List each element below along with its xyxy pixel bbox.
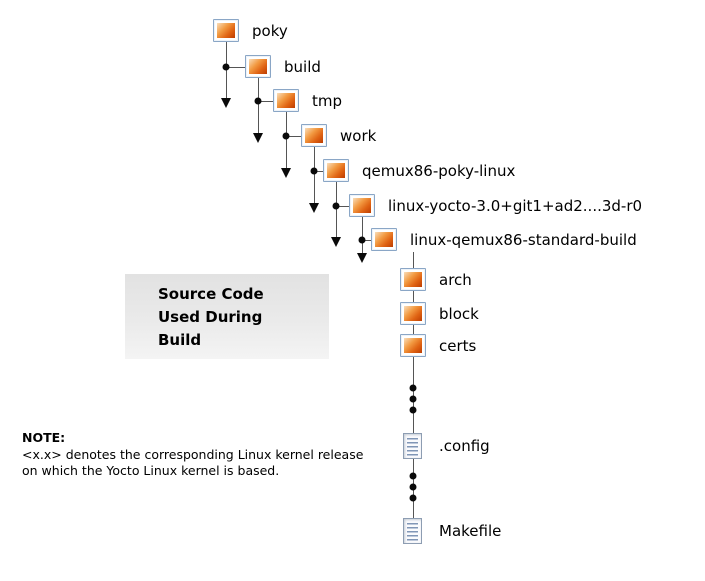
connector-line bbox=[336, 206, 349, 207]
ellipsis-dot bbox=[409, 395, 417, 403]
callout-text-line: Build bbox=[158, 331, 202, 349]
connector-line bbox=[314, 171, 323, 172]
arrow-down-icon bbox=[331, 237, 341, 247]
ellipsis-dot bbox=[409, 384, 417, 392]
tree-node-label: poky bbox=[252, 21, 288, 40]
tree-node-arch: arch bbox=[400, 268, 472, 291]
folder-icon bbox=[349, 194, 375, 217]
tree-node-label: certs bbox=[439, 336, 477, 355]
connector-line bbox=[314, 147, 315, 203]
tree-node-tmp: tmp bbox=[273, 89, 342, 112]
ellipsis-dot bbox=[409, 483, 417, 491]
tree-node-label: qemux86-poky-linux bbox=[362, 161, 516, 180]
folder-icon bbox=[400, 302, 426, 325]
connector-line bbox=[258, 101, 273, 102]
tree-node-label: block bbox=[439, 304, 479, 323]
note-block: NOTE: <x.x> denotes the corresponding Li… bbox=[22, 430, 382, 479]
tree-node-build: build bbox=[245, 55, 321, 78]
junction-dot bbox=[222, 63, 230, 71]
tree-node-poky: poky bbox=[213, 19, 288, 42]
folder-icon bbox=[301, 124, 327, 147]
tree-node-label: .config bbox=[439, 437, 490, 455]
tree-node-makefile: Makefile bbox=[403, 518, 501, 544]
tree-node-qemux86-poky-linux: qemux86-poky-linux bbox=[323, 159, 515, 182]
folder-icon bbox=[323, 159, 349, 182]
tree-node-work: work bbox=[301, 124, 376, 147]
folder-icon bbox=[273, 89, 299, 112]
folder-icon bbox=[213, 19, 239, 42]
ellipsis-dot bbox=[409, 406, 417, 414]
junction-dot bbox=[358, 236, 366, 244]
tree-node-certs: certs bbox=[400, 334, 476, 357]
tree-node-label: linux-qemux86-standard-build bbox=[410, 230, 637, 249]
folder-icon bbox=[245, 55, 271, 78]
folder-icon bbox=[400, 334, 426, 357]
ellipsis-dot bbox=[409, 494, 417, 502]
callout-text-line: Source Code bbox=[158, 285, 264, 303]
arrow-down-icon bbox=[253, 133, 263, 143]
folder-icon bbox=[400, 268, 426, 291]
tree-node-label: tmp bbox=[312, 91, 343, 110]
connector-line bbox=[286, 112, 287, 168]
connector-line bbox=[336, 182, 337, 237]
tree-node-label: Makefile bbox=[439, 522, 502, 540]
tree-node-label: linux-yocto-3.0+git1+ad2....3d-r0 bbox=[388, 196, 643, 215]
file-icon bbox=[403, 433, 422, 459]
junction-dot bbox=[310, 167, 318, 175]
folder-icon bbox=[371, 228, 397, 251]
connector-line bbox=[286, 136, 301, 137]
tree-node-config: .config bbox=[403, 433, 490, 459]
file-icon bbox=[403, 518, 422, 544]
connector-line bbox=[226, 67, 245, 68]
connector-line bbox=[362, 217, 363, 253]
tree-node-label: build bbox=[284, 57, 321, 76]
tree-node-linux-yocto: linux-yocto-3.0+git1+ad2....3d-r0 bbox=[349, 194, 642, 217]
connector-line bbox=[258, 78, 259, 133]
tree-node-standard-build: linux-qemux86-standard-build bbox=[371, 228, 637, 251]
tree-node-label: arch bbox=[439, 270, 472, 289]
ellipsis-dot bbox=[409, 472, 417, 480]
arrow-down-icon bbox=[357, 253, 367, 263]
junction-dot bbox=[282, 132, 290, 140]
tree-node-block: block bbox=[400, 302, 479, 325]
arrow-down-icon bbox=[221, 98, 231, 108]
junction-dot bbox=[254, 97, 262, 105]
tree-node-label: work bbox=[340, 126, 377, 145]
note-title: NOTE: bbox=[22, 430, 66, 445]
callout-text-line: Used During bbox=[158, 308, 263, 326]
arrow-down-icon bbox=[281, 168, 291, 178]
source-code-callout: Source Code Used During Build bbox=[125, 274, 329, 359]
arrow-down-icon bbox=[309, 203, 319, 213]
connector-line bbox=[362, 240, 371, 241]
note-body: <x.x> denotes the corresponding Linux ke… bbox=[22, 447, 364, 478]
junction-dot bbox=[332, 202, 340, 210]
